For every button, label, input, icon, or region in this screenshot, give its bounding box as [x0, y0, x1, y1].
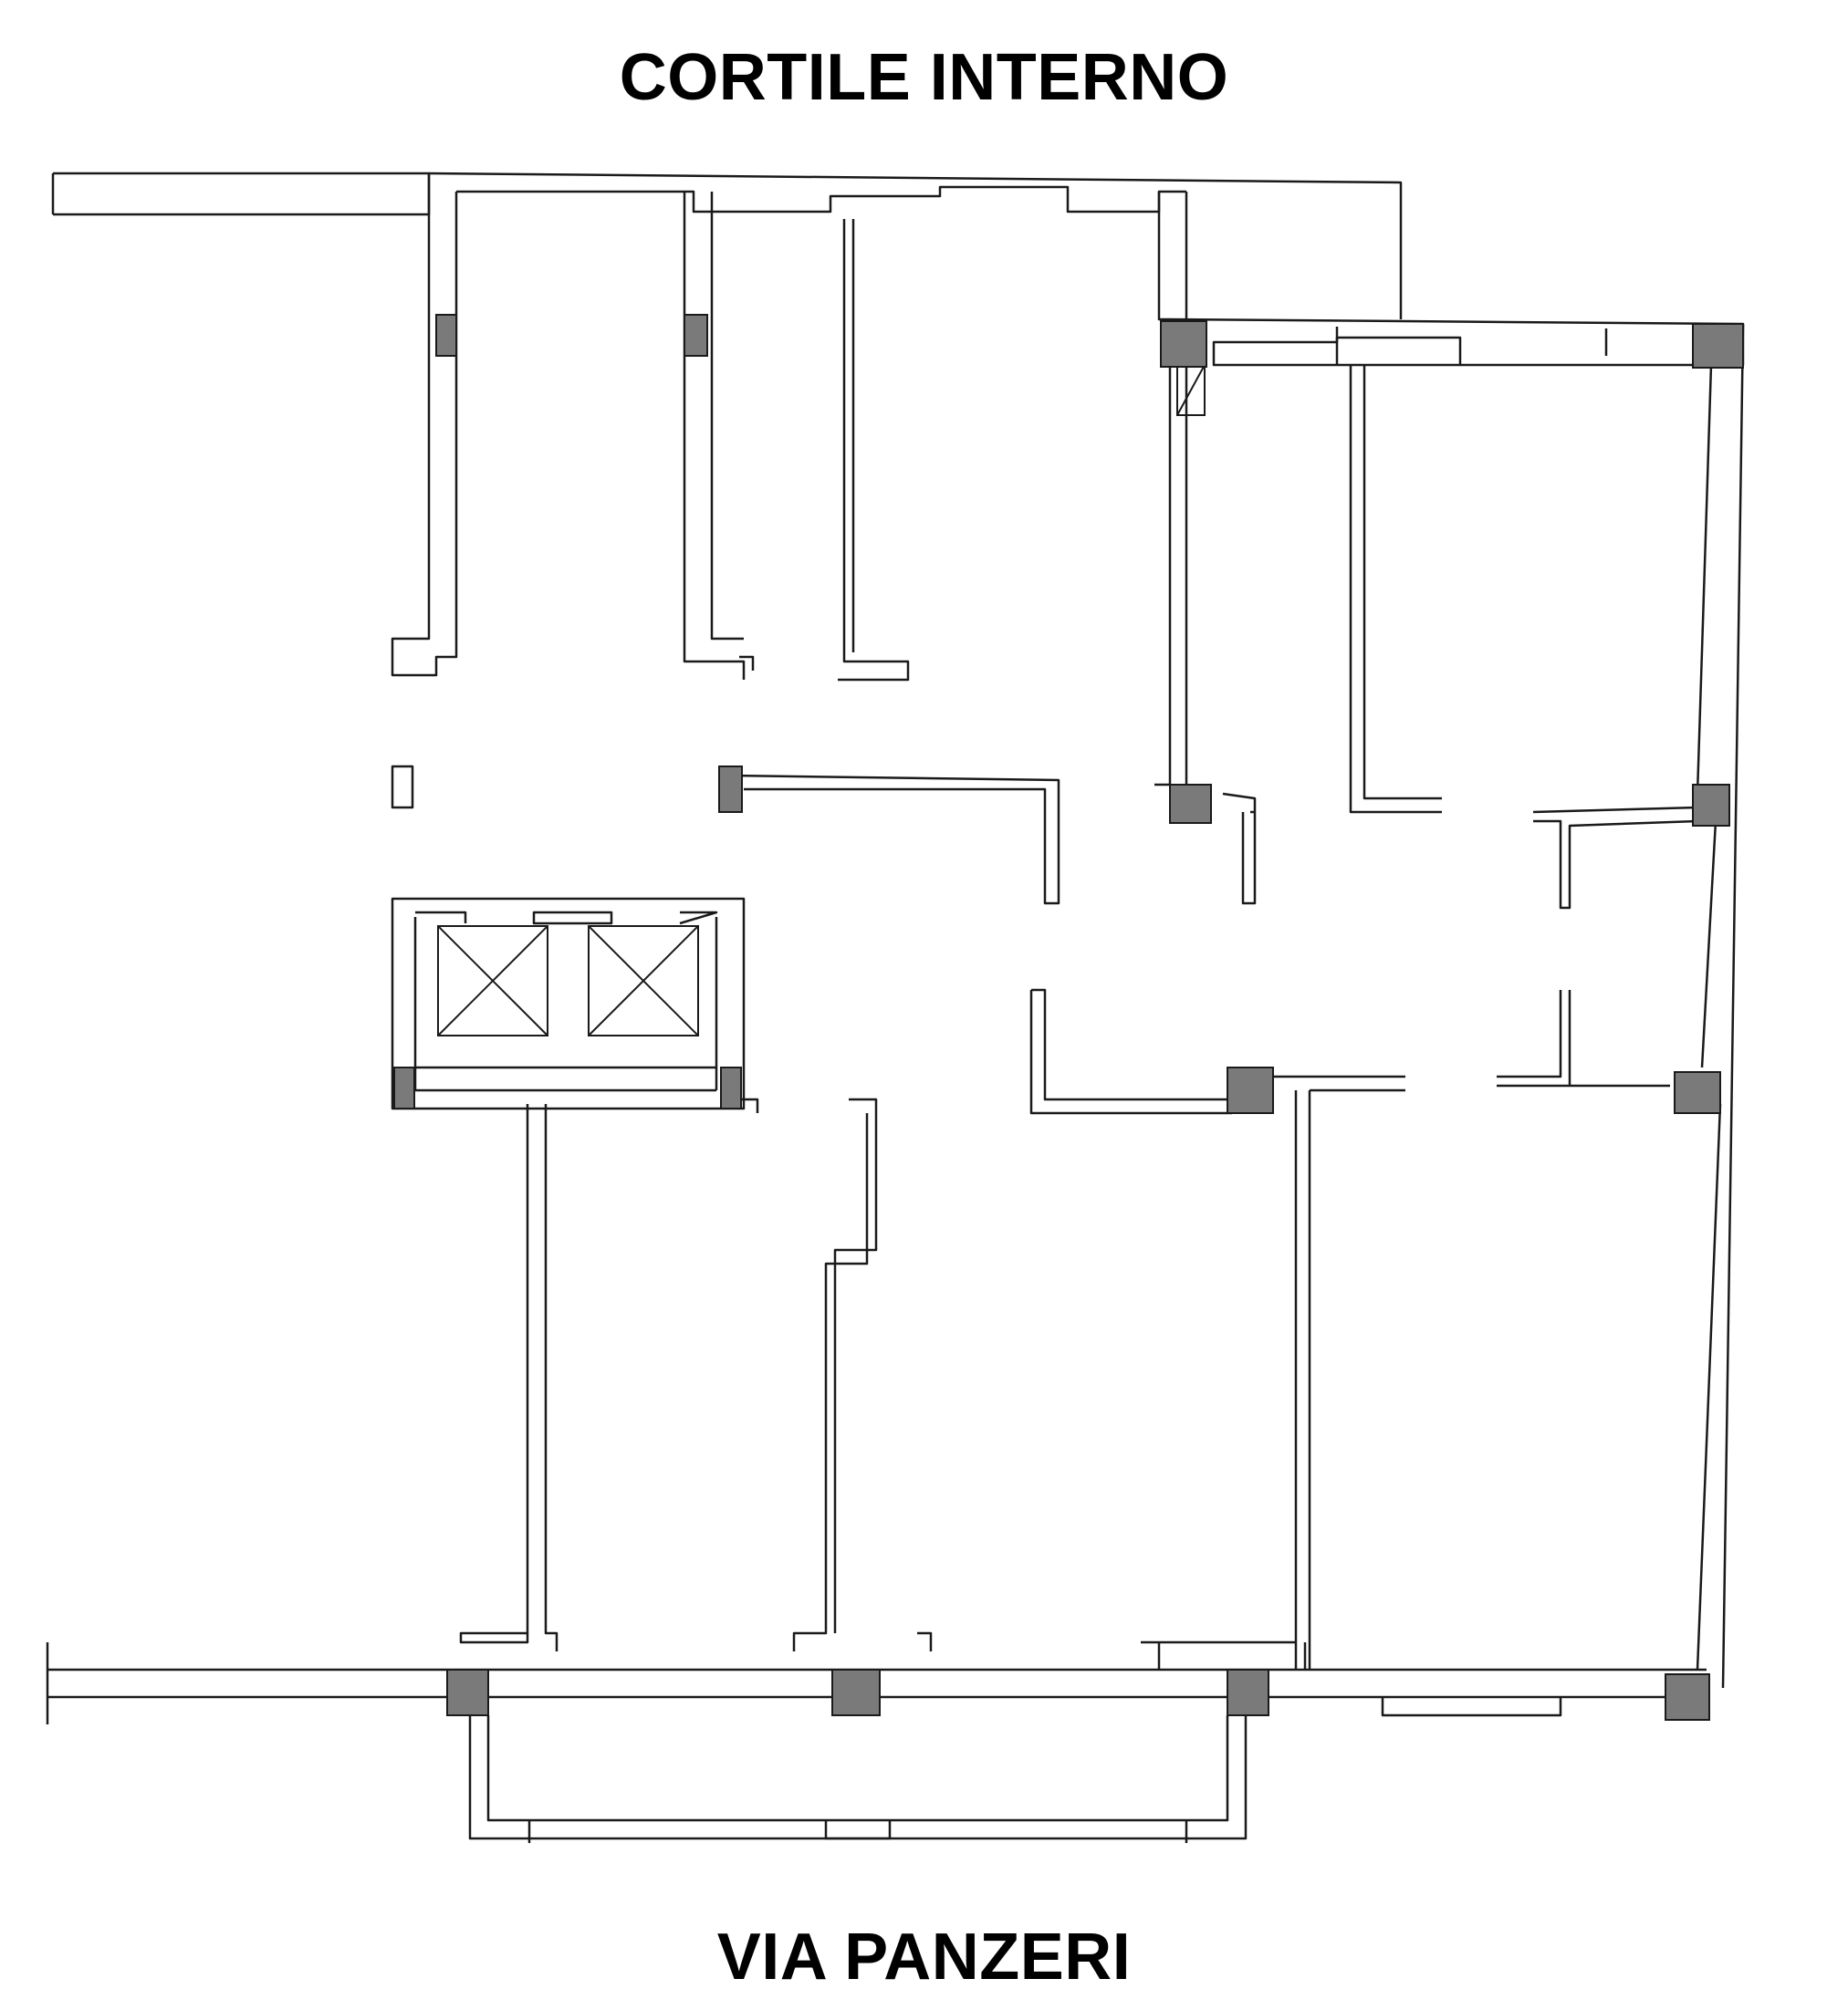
- wall-detail-elevator-return: [739, 1098, 759, 1113]
- wall-right-top: [1169, 318, 1745, 367]
- column: [1692, 323, 1744, 369]
- column: [684, 314, 708, 357]
- wall-bottom-left: [46, 1642, 447, 1724]
- wall-lower-left-2: [459, 1631, 529, 1644]
- courtyard-label: CORTILE INTERNO: [619, 41, 1229, 114]
- column: [435, 314, 457, 357]
- wall-central-vertical: [1154, 192, 1188, 786]
- wall-detail-stair: [739, 655, 755, 671]
- wall-bottom-right-detail: [1381, 1697, 1562, 1717]
- wall-lower-right-inner: [1141, 1640, 1307, 1670]
- wall-lower-mid-right: [917, 1631, 933, 1651]
- column: [1674, 1071, 1721, 1114]
- column: [1227, 1669, 1269, 1716]
- column: [1160, 320, 1207, 368]
- wall-top-courtyard: [428, 172, 1403, 319]
- wall-elevator-block: [391, 897, 746, 1110]
- wall-top-inner: [456, 185, 1186, 213]
- column: [1169, 784, 1212, 824]
- column: [1692, 784, 1730, 827]
- elevator-shaft-left: [437, 925, 548, 1036]
- column: [831, 1669, 881, 1716]
- wall-middle-1: [729, 774, 1060, 905]
- wall-detail-left-stub: [391, 765, 414, 809]
- wall-middle-3: [1532, 806, 1698, 910]
- wall-lower-mid: [792, 1098, 878, 1651]
- column: [720, 1067, 742, 1109]
- wall-lower-room-right: [1232, 1075, 1405, 1670]
- elevator-shafts: [437, 364, 1206, 1036]
- wall-top-left: [51, 172, 431, 216]
- wall-right-exterior: [1696, 323, 1745, 1689]
- street-label: VIA PANZERI: [716, 1921, 1132, 1994]
- wall-pier-1: [391, 173, 458, 677]
- wall-pier-3: [838, 219, 910, 682]
- wall-right-inner: [1349, 365, 1442, 814]
- structural-columns: [393, 314, 1744, 1721]
- wall-lower-right-block: [1497, 990, 1670, 1088]
- column: [718, 765, 743, 813]
- elevator-shaft-right: [588, 925, 699, 1036]
- wall-lower-rooms: [1029, 988, 1232, 1115]
- wall-lower-left-1: [526, 1104, 559, 1651]
- wall-middle-2: [1222, 792, 1257, 905]
- wall-elevator-lintels: [415, 911, 718, 925]
- wall-right-top-detail: [1335, 328, 1608, 365]
- walls: [46, 172, 1745, 1843]
- wall-balcony: [468, 1697, 1248, 1840]
- wall-bottom-main: [447, 1668, 1707, 1699]
- wall-balcony-detail: [527, 1820, 1188, 1843]
- wall-pier-2: [683, 192, 746, 680]
- column: [1665, 1673, 1710, 1721]
- column: [393, 1067, 415, 1109]
- column: [1227, 1067, 1274, 1114]
- column: [446, 1669, 489, 1716]
